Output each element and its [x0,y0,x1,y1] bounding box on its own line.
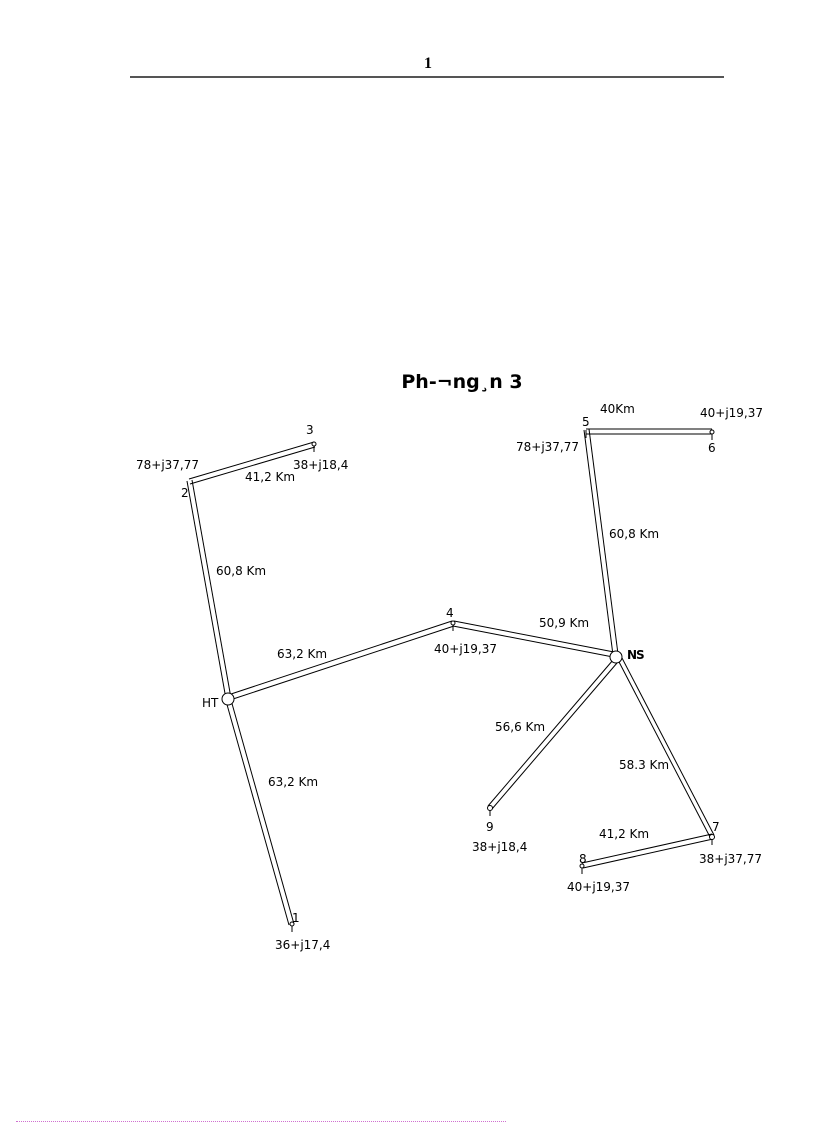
page-number: 1 [424,55,432,72]
diagram-title: Ph-¬ng¸n 3 [401,371,522,393]
line-NS-7 [617,657,715,838]
load-value-3: 38+j18,4 [293,458,348,472]
line-length-HT-2: 60,8 Km [216,564,266,578]
node-number-3: 3 [306,423,314,437]
line-HT-1 [225,699,295,926]
load-markers [289,429,715,932]
line-4-NS [452,620,615,658]
line-length-HT-1: 63,2 Km [268,775,318,789]
line-7-8 [581,833,714,869]
load-value-4: 40+j19,37 [434,642,497,656]
load-value-9: 38+j18,4 [472,840,527,854]
line-NS-9 [487,659,618,810]
source-NS-icon [609,650,623,664]
line-length-4-NS: 50,9 Km [539,616,589,630]
line-HT-4 [227,620,455,701]
node-number-2: 2 [181,486,189,500]
line-length-NS-9: 56,6 Km [495,720,545,734]
node-number-7: 7 [712,820,720,834]
load-arrow-icon [450,620,456,631]
node-number-1: 1 [292,911,300,925]
load-value-6: 40+j19,37 [700,406,763,420]
line-length-2-3: 41,2 Km [245,470,295,484]
line-length-5-6: 40Km [600,402,635,416]
line-length-7-8: 41,2 Km [599,827,649,841]
line-NS-5 [583,428,619,656]
node-number-9: 9 [486,820,494,834]
load-value-7: 38+j37,77 [699,852,762,866]
load-arrow-icon [289,921,295,932]
line-2-3 [188,441,316,485]
line-length-NS-5: 60,8 Km [609,527,659,541]
node-number-8: 8 [579,852,587,866]
load-arrow-icon [709,834,715,845]
load-value-8: 40+j19,37 [567,880,630,894]
node-number-6: 6 [708,441,716,455]
node-number-5: 5 [582,415,590,429]
load-value-5: 78+j37,77 [516,440,579,454]
header-rule [130,76,724,78]
load-arrow-icon [709,429,715,440]
line-length-HT-4: 63,2 Km [277,647,327,661]
line-length-NS-7: 58.3 Km [619,758,669,772]
node-number-4: 4 [446,606,454,620]
load-value-2: 78+j37,77 [136,458,199,472]
footer-dotted-rule [16,1121,506,1122]
line-5-6 [586,428,712,435]
source-HT-icon [221,692,235,706]
load-arrow-icon [487,805,493,816]
source-label-HT: HT [202,696,219,710]
transmission-lines [186,428,715,926]
load-arrow-icon [311,441,317,452]
source-label-NS: NS [627,648,644,662]
load-value-1: 36+j17,4 [275,938,330,952]
load-arrow-icon [579,863,585,874]
line-HT-2 [186,479,232,700]
